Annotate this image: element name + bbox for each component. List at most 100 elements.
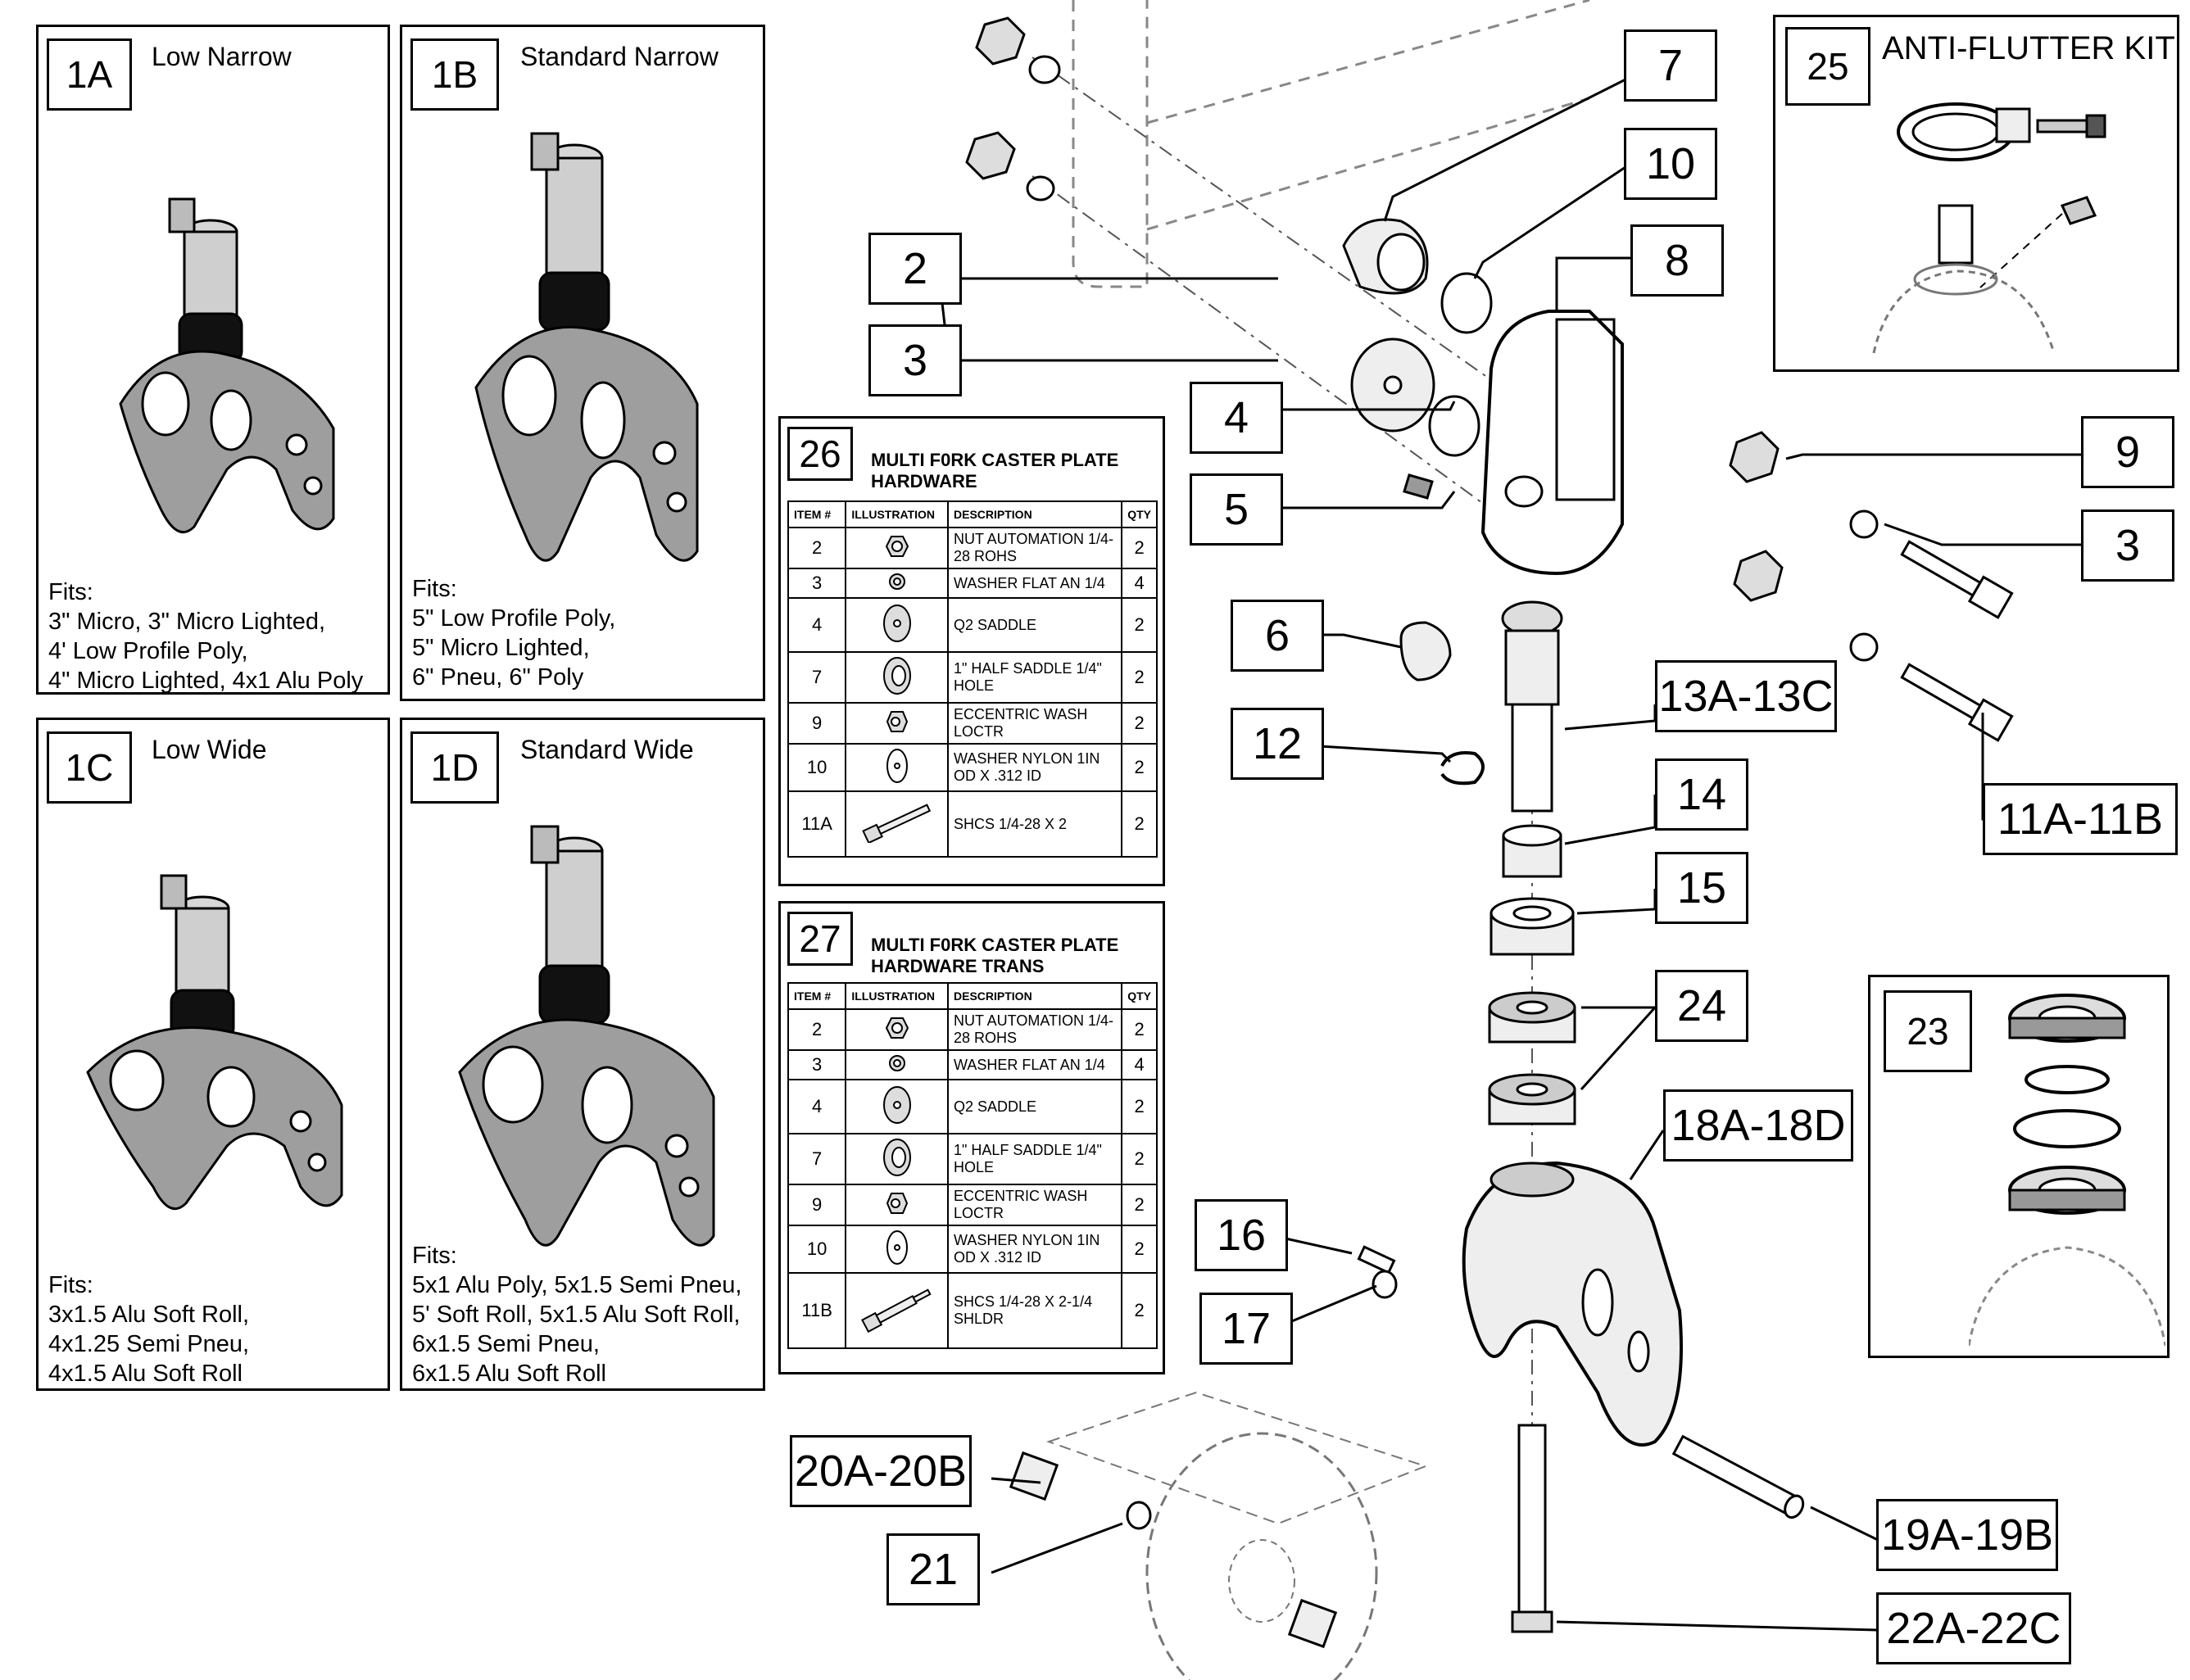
fits-line: 4' Low Profile Poly, [48, 638, 248, 664]
variant-id: 1D [410, 731, 499, 804]
item-description: SHCS 1/4-28 X 2 [946, 790, 1123, 858]
fits-label: Fits: [412, 576, 457, 602]
fits-line: 6" Pneu, 6" Poly [412, 664, 584, 691]
item-qty: 2 [1121, 1272, 1158, 1349]
item-description: WASHER NYLON 1IN OD X .312 ID [946, 743, 1123, 792]
variant-id: 1B [410, 38, 499, 111]
callout-3-left: 3 [868, 324, 962, 396]
item-description: Q2 SADDLE [946, 597, 1123, 653]
bearing-kit-illustration [1969, 994, 2165, 1347]
fits-line: 4" Micro Lighted, 4x1 Alu Poly [48, 668, 364, 694]
callout-11a-11b: 11A-11B [1983, 783, 2178, 855]
kit-id: 25 [1785, 27, 1870, 106]
item-qty: 2 [1121, 790, 1158, 858]
callout-21: 21 [886, 1533, 980, 1605]
item-description: ECCENTRIC WASH LOCTR [946, 1184, 1123, 1226]
item-description: 1" HALF SADDLE 1/4" HOLE [946, 1133, 1123, 1185]
saddle-icon [845, 1079, 949, 1134]
fits-line: 6x1.5 Alu Soft Roll [412, 1361, 606, 1387]
table-row: 3 WASHER FLAT AN 1/4 4 [787, 1049, 1158, 1080]
exploded-assembly-diagram [932, 0, 2081, 1680]
callout-8: 8 [1630, 224, 1724, 297]
header-description: DESCRIPTION [946, 982, 1123, 1010]
table-row: 7 1" HALF SADDLE 1/4" HOLE 2 [787, 651, 1158, 704]
callout-5: 5 [1190, 473, 1283, 546]
item-number: 7 [787, 1133, 847, 1185]
item-description: ECCENTRIC WASH LOCTR [946, 702, 1123, 745]
item-number: 9 [787, 1184, 847, 1226]
item-qty: 4 [1121, 1049, 1158, 1080]
item-number: 4 [787, 597, 847, 653]
item-description: WASHER NYLON 1IN OD X .312 ID [946, 1225, 1123, 1274]
item-number: 11A [787, 790, 847, 858]
item-number: 7 [787, 651, 847, 704]
callout-22a-22c: 22A-22C [1876, 1592, 2071, 1664]
washer-icon [845, 568, 949, 599]
item-description: WASHER FLAT AN 1/4 [946, 568, 1123, 599]
header-description: DESCRIPTION [946, 500, 1123, 528]
item-number: 3 [787, 1049, 847, 1080]
item-description: NUT AUTOMATION 1/4-28 ROHS [946, 527, 1123, 569]
item-description: 1" HALF SADDLE 1/4" HOLE [946, 651, 1123, 704]
item-qty: 2 [1121, 1008, 1158, 1051]
half-saddle-icon [845, 1133, 949, 1185]
header-qty: QTY [1121, 982, 1158, 1010]
header-qty: QTY [1121, 500, 1158, 528]
callout-4: 4 [1190, 382, 1283, 454]
table-row: 4 Q2 SADDLE 2 [787, 597, 1158, 653]
anti-flutter-clamp-illustration [1872, 102, 2106, 354]
fits-line: 3" Micro, 3" Micro Lighted, [48, 609, 326, 635]
variant-panel-1b: 1B Standard Narrow Fits: 5" Low Profile … [400, 25, 765, 701]
fork-illustration-1d [458, 825, 715, 1247]
shoulder-bolt-icon [845, 1272, 949, 1349]
header-item: ITEM # [787, 982, 847, 1010]
saddle-icon [845, 597, 949, 653]
callout-15: 15 [1655, 852, 1748, 924]
fork-illustration-1a [119, 197, 335, 534]
item-number: 10 [787, 1225, 847, 1274]
fits-line: 5' Soft Roll, 5x1.5 Alu Soft Roll, [412, 1302, 741, 1328]
callout-24: 24 [1655, 970, 1748, 1042]
item-qty: 2 [1121, 1184, 1158, 1226]
variant-title: Standard Narrow [520, 42, 719, 71]
fits-line: 5" Low Profile Poly, [412, 605, 616, 632]
table-number: 26 [787, 427, 853, 481]
fork-illustration-1c [86, 874, 343, 1211]
item-qty: 2 [1121, 527, 1158, 569]
fork-illustration-1b [474, 132, 699, 562]
item-qty: 2 [1121, 702, 1158, 745]
fits-line: 5x1 Alu Poly, 5x1.5 Semi Pneu, [412, 1272, 742, 1298]
table-row: 11A SHCS 1/4-28 X 2 2 [787, 790, 1158, 858]
eccentric-washer-icon [845, 702, 949, 745]
item-description: Q2 SADDLE [946, 1079, 1123, 1134]
item-number: 3 [787, 568, 847, 599]
washer-icon [845, 1049, 949, 1080]
table-row: 2 NUT AUTOMATION 1/4-28 ROHS 2 [787, 1008, 1158, 1051]
nut-part [975, 16, 1026, 66]
nut-icon [845, 527, 949, 569]
callout-17: 17 [1199, 1293, 1293, 1365]
hardware-table: ITEM # ILLUSTRATION DESCRIPTION QTY 2 NU… [787, 500, 1158, 858]
variant-panel-1a: 1A Low Narrow Fits: 3" Micro, 3" Micro L… [36, 25, 390, 695]
fits-label: Fits: [48, 1272, 93, 1298]
table-row: 3 WASHER FLAT AN 1/4 4 [787, 568, 1158, 599]
header-illustration: ILLUSTRATION [845, 982, 949, 1010]
nylon-washer-icon [845, 1225, 949, 1274]
fits-label: Fits: [412, 1243, 457, 1269]
item-number: 4 [787, 1079, 847, 1134]
callout-3-right: 3 [2081, 509, 2174, 582]
kit-id: 23 [1884, 990, 1972, 1072]
callout-6: 6 [1231, 600, 1324, 672]
table-row: 9 ECCENTRIC WASH LOCTR 2 [787, 702, 1158, 745]
item-qty: 2 [1121, 651, 1158, 704]
variant-title: Low Wide [152, 735, 267, 764]
table-row: 11B SHCS 1/4-28 X 2-1/4 SHLDR 2 [787, 1272, 1158, 1349]
item-qty: 2 [1121, 1079, 1158, 1134]
table-row: 2 NUT AUTOMATION 1/4-28 ROHS 2 [787, 527, 1158, 569]
hardware-table-27: 27 MULTI F0RK CASTER PLATE HARDWARE TRAN… [778, 901, 1165, 1374]
table-row: 9 ECCENTRIC WASH LOCTR 2 [787, 1184, 1158, 1226]
item-number: 10 [787, 743, 847, 792]
fits-line: 4x1.5 Alu Soft Roll [48, 1361, 243, 1387]
eccentric-washer-icon [845, 1184, 949, 1226]
fits-label: Fits: [48, 579, 93, 605]
